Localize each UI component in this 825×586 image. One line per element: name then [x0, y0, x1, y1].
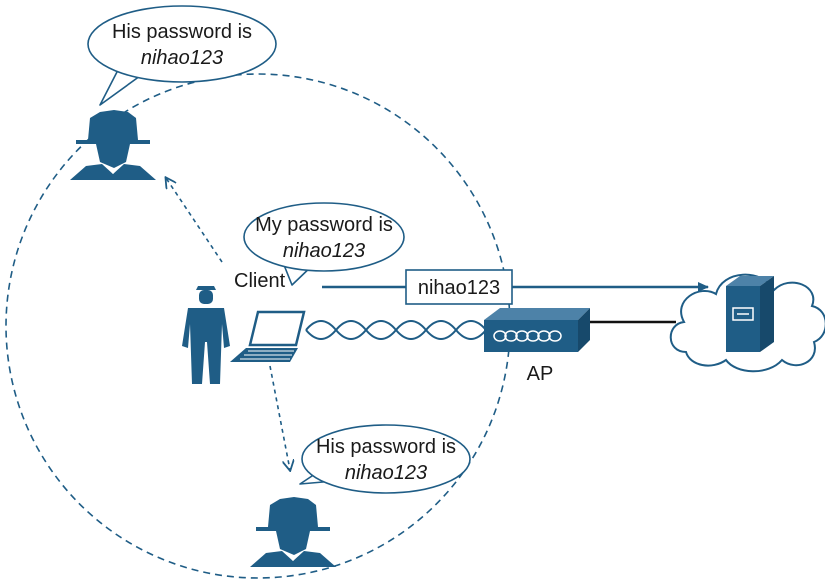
eavesdropper-icon [70, 110, 156, 180]
ap-label: AP [527, 363, 554, 385]
speech-bubble-attacker-bottom: His password is nihao123 [299, 424, 471, 494]
access-point-icon [484, 308, 590, 352]
transmitted-password-box: nihao123 [405, 269, 513, 305]
speech-bubble-attacker-top: His password is nihao123 [87, 5, 277, 106]
bubble-bottom-password: nihao123 [345, 462, 427, 484]
client-person-icon [182, 286, 230, 384]
server-icon [726, 276, 774, 352]
bubble-bottom-line1: His password is [316, 436, 456, 458]
transmitted-password: nihao123 [418, 277, 500, 299]
bubble-client-password: nihao123 [283, 240, 365, 262]
dotted-arrow-to-top-attacker [166, 178, 223, 263]
bubble-client-line1: My password is [255, 214, 393, 236]
eavesdropper-icon [250, 497, 336, 567]
bubble-top-password: nihao123 [141, 47, 223, 69]
wireless-signal [305, 320, 487, 340]
dotted-arrow-to-bottom-attacker [269, 365, 290, 470]
client-label: Client [234, 270, 286, 292]
laptop-icon [230, 310, 306, 362]
bubble-top-line1: His password is [112, 21, 252, 43]
speech-bubble-client: My password is nihao123 [243, 202, 405, 286]
